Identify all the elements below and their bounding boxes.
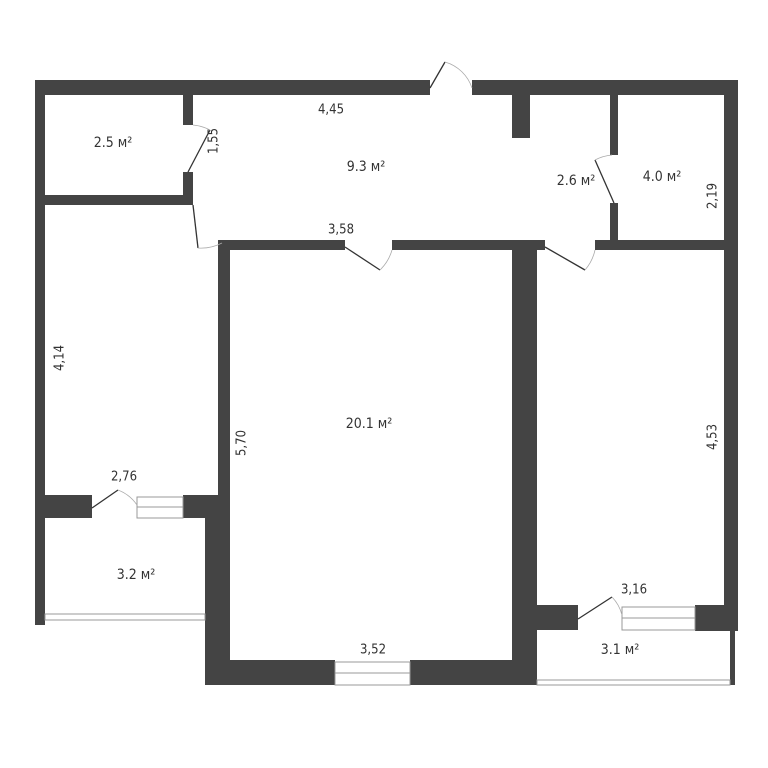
dim-hall-top: 4,45: [317, 102, 345, 118]
wall-balcony-right: [730, 615, 735, 685]
wall-living-left: [205, 505, 230, 685]
door-balcony-right: [577, 596, 613, 620]
wall-hall-bottom-2: [392, 240, 545, 250]
door-balcony-left-arc: [117, 489, 138, 506]
dim-living-bottom: 3,52: [359, 642, 387, 658]
dim-left-room-bottom: 2,76: [110, 469, 138, 485]
dim-hall-bottom: 3,58: [327, 222, 355, 238]
walls: [35, 80, 738, 685]
room-area-wc: 2.6 м²: [556, 173, 596, 189]
door-right-room-arc: [584, 249, 596, 271]
dim-left-room-side: 4,14: [52, 344, 68, 372]
wall-right: [724, 80, 738, 615]
wall-kitchen-lower: [610, 203, 618, 248]
wall-hall-bottom-1: [218, 240, 345, 250]
door-kitchen-arc: [594, 154, 613, 161]
dim-bathroom-side: 1,55: [206, 127, 222, 155]
pillar: [512, 95, 530, 138]
room-area-living: 20.1 м²: [345, 416, 393, 432]
wall-top-left: [35, 80, 430, 95]
wall-right-room-block: [537, 605, 578, 630]
wall-bathroom-bottom: [45, 195, 193, 205]
door-bathroom-arc: [192, 124, 211, 131]
wall-bathroom-upper: [183, 95, 193, 125]
door-balcony-right-arc: [611, 596, 623, 616]
door-right-room: [544, 246, 586, 271]
door-kitchen: [594, 159, 615, 204]
room-area-balcony-right: 3.1 м²: [600, 642, 640, 658]
door-balcony-left: [91, 489, 119, 509]
wall-kitchen-upper: [610, 95, 618, 155]
wall-top-right: [472, 80, 738, 95]
door-left-room: [192, 204, 199, 249]
wall-left-room-right: [218, 245, 230, 520]
door-living: [344, 246, 381, 271]
door-living-arc: [379, 249, 393, 271]
door-entrance: [429, 61, 446, 89]
door-entrance-arc: [444, 61, 473, 89]
window-balcony-right: [536, 679, 731, 686]
dim-living-side: 5,70: [234, 429, 250, 457]
room-area-kitchen: 4.0 м²: [642, 169, 682, 185]
dim-right-room-bottom: 3,16: [620, 582, 648, 598]
wall-bathroom-lower: [183, 172, 193, 205]
doors: [91, 61, 623, 620]
wall-living-bottom-1: [205, 660, 335, 685]
door-left-room-arc: [197, 242, 223, 249]
wall-hall-bottom-3: [595, 240, 724, 250]
room-area-hall: 9.3 м²: [346, 159, 386, 175]
wall-left-room-block: [35, 495, 92, 518]
door-bathroom: [187, 129, 211, 173]
dim-right-room-side: 4,53: [705, 423, 721, 451]
windows: [44, 496, 731, 686]
dim-kitchen-side: 2,19: [705, 182, 721, 210]
wall-living-right: [512, 250, 537, 685]
wall-left: [35, 80, 45, 625]
room-area-balcony-left: 3.2 м²: [116, 567, 156, 583]
window-balcony-left: [44, 613, 206, 621]
room-area-bathroom: 2.5 м²: [93, 135, 133, 151]
